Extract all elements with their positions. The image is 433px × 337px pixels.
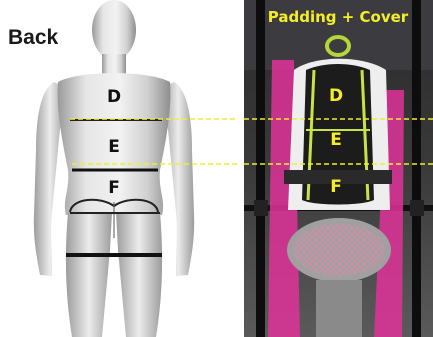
- harness-photo: Padding + Cover D E F: [244, 0, 433, 337]
- zone-label-e: E: [108, 137, 120, 157]
- zone-label-d: D: [107, 87, 121, 107]
- zone-label-f-right: F: [330, 177, 342, 197]
- mannequin-head: [92, 0, 136, 60]
- zone-label-d-right: D: [329, 86, 343, 106]
- mannequin-neck: [102, 54, 126, 76]
- padding-cover-title: Padding + Cover: [268, 8, 409, 26]
- frame-clamp-left: [254, 200, 268, 216]
- harness-scene: Padding + Cover D E F: [244, 0, 433, 337]
- frame-rail-left: [256, 0, 265, 337]
- back-heading: Back: [8, 26, 58, 50]
- zone-label-f: F: [108, 178, 120, 198]
- frame-clamp-right: [410, 200, 424, 216]
- mesh-basket: [293, 224, 385, 276]
- support-post: [316, 280, 362, 337]
- mannequin-right-leg: [116, 212, 162, 337]
- frame-rail-right: [412, 0, 421, 337]
- mannequin-back-view: Back: [0, 0, 238, 337]
- mannequin-figure: D E F: [0, 0, 238, 337]
- zone-label-e-right: E: [330, 130, 342, 150]
- mannequin-left-leg: [66, 212, 112, 337]
